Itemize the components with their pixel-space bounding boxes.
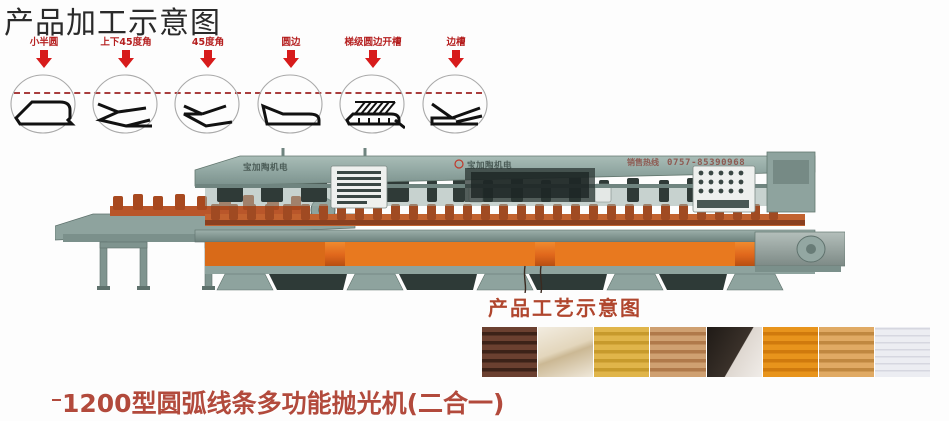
profile-round-edge-icon bbox=[257, 74, 323, 134]
process-diagram: 小半圆 上下45度角 45度角 圆边 梯级圆边开槽 边槽 bbox=[0, 34, 500, 134]
sample-swatch-5 bbox=[706, 327, 763, 377]
process-step-4: 圆边 bbox=[249, 34, 333, 134]
process-step-5: 梯级圆边开槽 bbox=[331, 34, 415, 134]
sample-swatch-1 bbox=[482, 327, 539, 377]
process-step-3: 45度角 bbox=[166, 34, 250, 134]
down-arrow-icon bbox=[365, 50, 381, 68]
hotline-label-text: 销售热线 bbox=[627, 157, 659, 167]
hotline-number-text: 0757-85390968 bbox=[667, 158, 745, 168]
down-arrow-icon bbox=[36, 50, 52, 68]
down-arrow-icon bbox=[448, 50, 464, 68]
process-step-1: 小半圆 bbox=[2, 34, 86, 134]
machine-photo: 宝加陶机电 宝加陶机电 销售热线 0757-85390968 bbox=[54, 136, 846, 294]
machine-outfeed-section bbox=[754, 151, 846, 272]
profile-small-half-round-icon bbox=[10, 74, 76, 134]
process-step-2: 上下45度角 bbox=[84, 34, 168, 134]
sample-swatch-4 bbox=[650, 327, 707, 377]
process-step-label: 圆边 bbox=[281, 37, 301, 48]
profile-double-45-bevel-icon bbox=[92, 74, 158, 134]
down-arrow-icon bbox=[118, 50, 134, 68]
product-model-title: 1200型圆弧线条多功能抛光机(二合一) bbox=[62, 389, 505, 418]
process-step-6: 边槽 bbox=[414, 34, 498, 134]
process-step-label: 上下45度角 bbox=[100, 37, 152, 48]
profile-45-bevel-icon bbox=[174, 74, 240, 134]
process-step-label: 边槽 bbox=[446, 37, 466, 48]
process-step-label: 45度角 bbox=[191, 37, 225, 48]
sample-swatch-7 bbox=[818, 327, 875, 377]
canopy-brand-right-text: 宝加陶机电 bbox=[467, 160, 512, 171]
machine-control-panel-left bbox=[330, 165, 388, 209]
sample-swatch-3 bbox=[594, 327, 651, 377]
profile-step-round-groove-icon bbox=[339, 74, 406, 134]
process-flow-dashed-line bbox=[14, 92, 482, 94]
process-step-label: 梯级圆边开槽 bbox=[344, 37, 402, 48]
sample-swatch-2 bbox=[538, 327, 595, 377]
canopy-brand-left-text: 宝加陶机电 bbox=[243, 162, 288, 173]
profile-side-groove-icon bbox=[422, 74, 488, 134]
machine-hood-shadow bbox=[465, 168, 595, 202]
bottom-title-dash bbox=[52, 399, 61, 401]
samples-title: 产品工艺示意图 bbox=[488, 298, 642, 320]
process-step-label: 小半圆 bbox=[29, 37, 59, 48]
machine-cables bbox=[523, 265, 543, 294]
page-title: 产品加工示意图 bbox=[4, 7, 221, 40]
sample-swatch-8 bbox=[874, 327, 930, 377]
machine-front-guards bbox=[205, 242, 735, 266]
down-arrow-icon bbox=[283, 50, 299, 68]
machine-control-panel-right bbox=[692, 165, 756, 213]
sample-swatch-row bbox=[482, 327, 930, 377]
sample-swatch-6 bbox=[762, 327, 819, 377]
down-arrow-icon bbox=[200, 50, 216, 68]
